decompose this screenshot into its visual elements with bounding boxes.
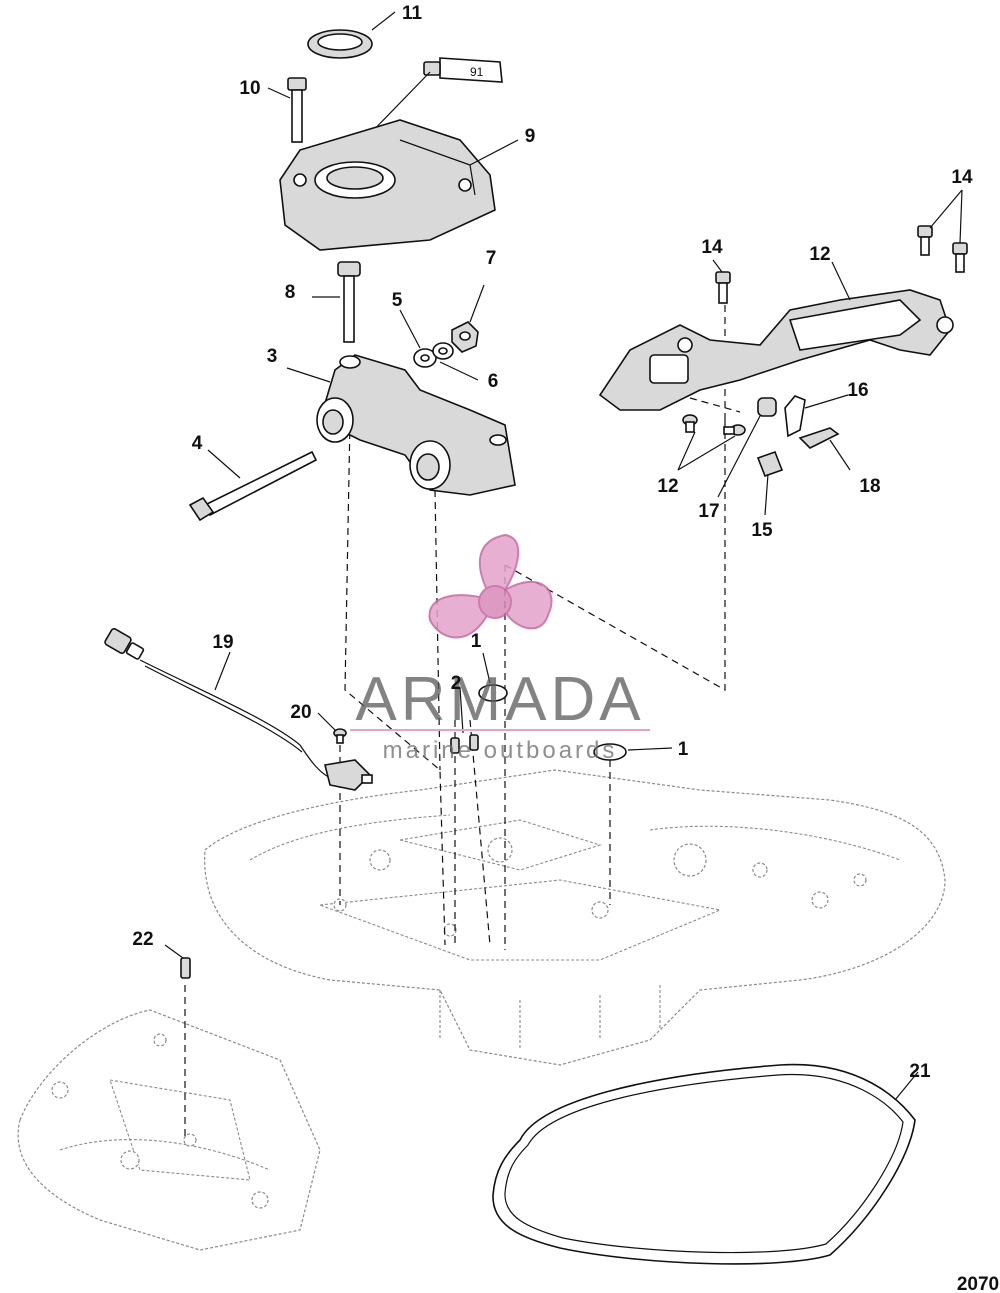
bolt-8 [337,261,361,343]
callout-15: 15 [751,520,773,541]
armada-watermark: ARMADA marine outboards [350,533,650,764]
callout-5: 5 [392,290,403,311]
callout-17: 17 [698,501,719,522]
callout-1a: 1 [471,631,482,652]
callout-18: 18 [859,476,880,497]
gasket-21 [492,1063,916,1265]
screw-13a [682,414,698,433]
callout-11: 11 [402,3,423,24]
callout-9: 9 [525,126,536,147]
dowel-pin-2b [469,734,479,751]
diagram-number: 2070 [957,1274,999,1293]
lower-plate-ghost [17,1009,321,1251]
tube-label: 91 [470,65,484,79]
long-bolt-4 [188,450,318,522]
callout-14a: 14 [701,237,723,258]
callout-1b: 1 [678,739,689,760]
leader-lines [164,11,963,1101]
mount-bracket [316,354,516,496]
plate-18 [798,427,840,449]
clip-15 [756,450,784,478]
callout-10: 10 [239,78,260,99]
nut-7 [451,321,479,353]
screw-20 [333,728,347,744]
callout-16: 16 [847,380,868,401]
callout-labels: 11 10 9 8 7 5 6 3 4 12 14 14 16 12 18 17… [132,3,999,1293]
dowel-pin-2a [450,737,460,754]
bolt-14-right-a [917,225,933,256]
callout-8: 8 [285,282,296,303]
screw-13b [723,424,746,436]
bolt-10 [287,77,307,143]
seal-ring [307,29,373,59]
callout-14b: 14 [951,167,973,188]
o-ring-1a [478,684,508,702]
watermark-brand: ARMADA [355,665,644,734]
callout-21: 21 [909,1061,931,1082]
bolt-14-left [715,271,731,304]
callout-22: 22 [132,929,153,950]
bolt-14-right-b [952,242,968,273]
wire-harness [104,628,373,791]
bushing-17 [757,397,777,417]
washer-6 [432,342,454,360]
callout-12: 12 [809,244,830,265]
steering-arm [598,289,954,411]
sealant-tube: 91 [329,57,503,176]
callout-3: 3 [267,346,278,367]
watermark-tagline: marine outboards [383,737,618,764]
callout-7: 7 [486,248,497,269]
callout-19: 19 [212,632,233,653]
bearing-housing [279,119,496,251]
adapter-plate-ghost [204,769,946,1066]
callout-6: 6 [488,371,499,392]
bracket-16 [784,395,806,438]
alignment-lines [184,305,741,1140]
dowel-pin-22 [180,957,191,979]
callout-4: 4 [192,433,203,454]
washer-5 [413,348,437,368]
propeller-logo [428,533,553,639]
o-ring-1b [593,743,627,761]
callout-2: 2 [451,673,462,694]
callout-20: 20 [290,702,311,723]
callout-13: 12 [657,476,678,497]
